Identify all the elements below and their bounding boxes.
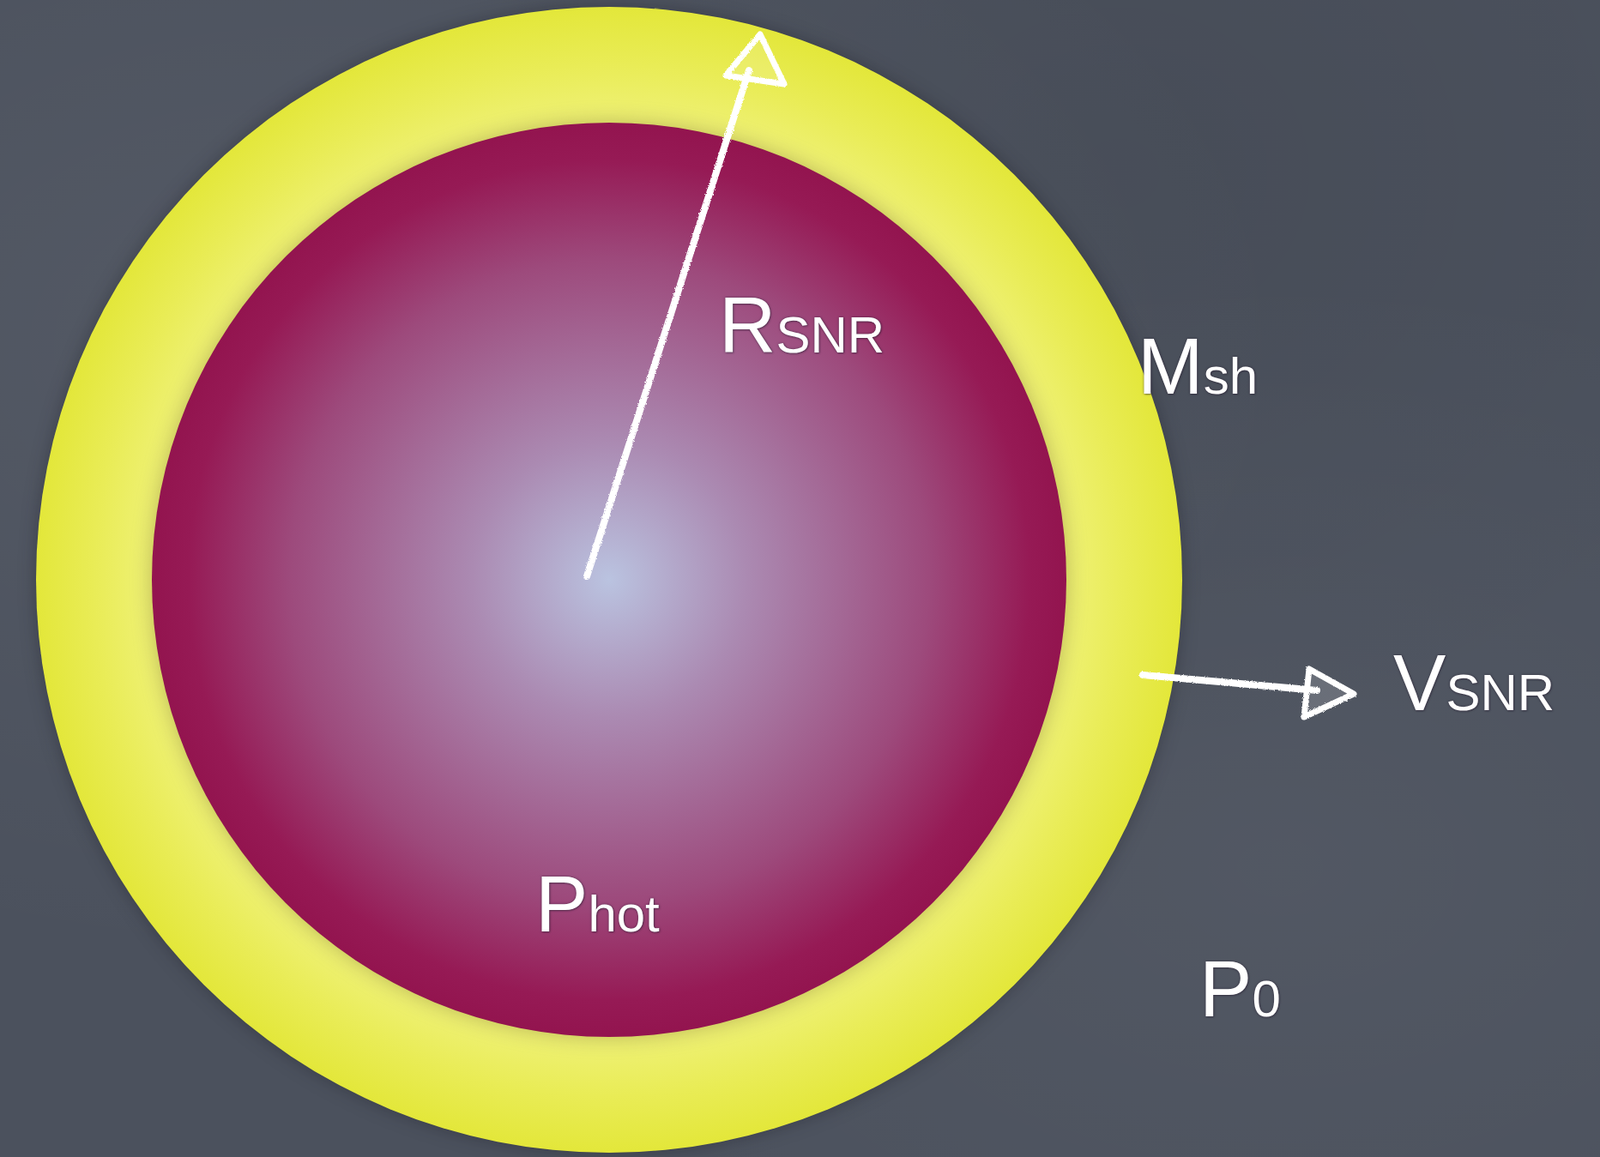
- hot-pressure: Phot: [535, 864, 660, 944]
- shell-ring-fill: [36, 6, 1183, 1154]
- shell-mass: Msh: [1137, 326, 1258, 406]
- shell-ring: RSNRPhotMsh: [36, 6, 1183, 1154]
- remnant-radius: RSNR: [718, 285, 885, 365]
- shell-velocity: VSNR: [1393, 643, 1555, 723]
- hot-bubble-fill: [151, 122, 1067, 1038]
- velocity-arrow-shaft: [1142, 675, 1317, 691]
- ambient-pressure: P0: [1199, 949, 1281, 1029]
- radius-arrow-head: [725, 34, 785, 85]
- radius-arrow-shaft: [586, 70, 749, 577]
- velocity-arrow-head: [1304, 669, 1354, 718]
- hot-bubble: RSNR Phot: [151, 122, 1067, 1038]
